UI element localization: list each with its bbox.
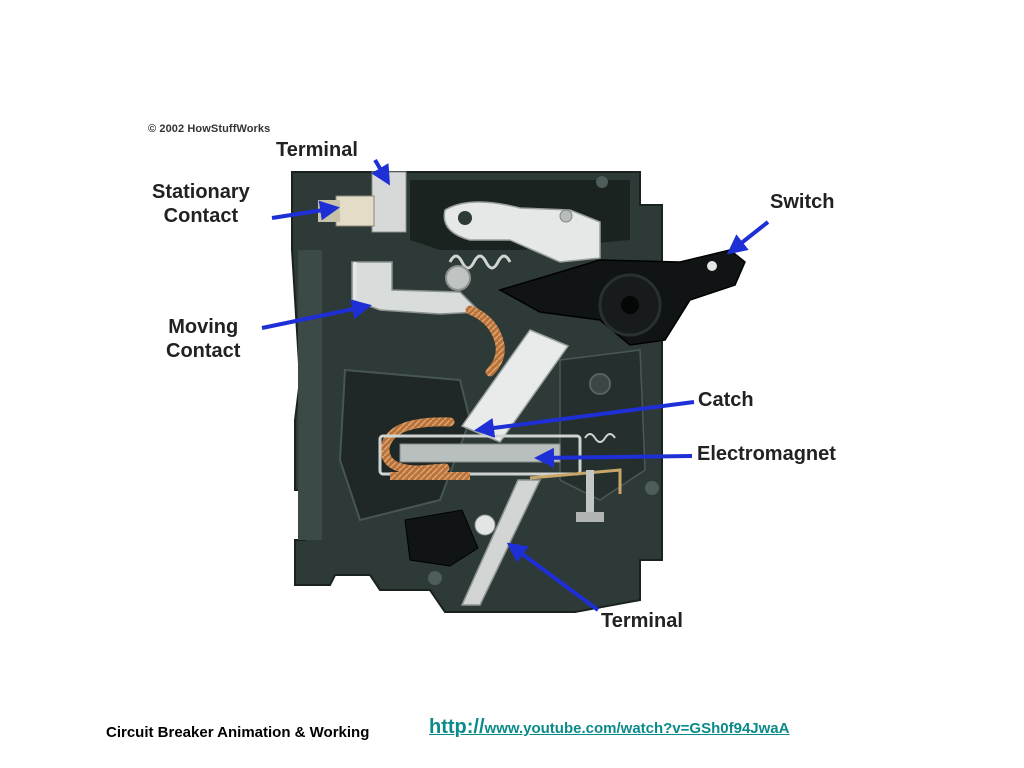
spring	[448, 254, 512, 270]
label-stationary-contact: Stationary Contact	[152, 180, 250, 228]
label-moving-line1: Moving	[168, 316, 239, 338]
circuit-breaker-figure	[261, 158, 770, 613]
plate-pin	[458, 211, 472, 225]
arrow-catch	[474, 400, 695, 438]
arc-chute	[404, 509, 479, 567]
terminal-bottom-wire	[529, 468, 622, 494]
label-moving-line2: Contact	[166, 340, 241, 362]
label-electromagnet: Electromagnet	[697, 443, 836, 465]
arrow-switch	[726, 220, 770, 255]
arrow-electromagnet	[534, 447, 693, 468]
electromagnet-core	[399, 443, 561, 463]
link-url: www.youtube.com/watch?v=GSh0f94JwaA	[484, 720, 790, 737]
arrow-terminal-top	[371, 158, 391, 186]
arrow-stationary-contact	[271, 200, 340, 221]
label-stationary-line1: Stationary	[152, 181, 250, 203]
rivet	[428, 571, 442, 585]
label-stationary-line2: Contact	[163, 205, 239, 227]
arrow-terminal-bottom	[506, 542, 600, 612]
plate-pin	[559, 209, 573, 223]
electromagnet-spring	[584, 433, 616, 443]
slide-caption: Circuit Breaker Animation & Working	[106, 724, 370, 741]
label-moving-contact: Moving Contact	[166, 315, 240, 363]
stationary-contact-part	[335, 195, 375, 227]
label-catch: Catch	[698, 389, 754, 411]
link-scheme: http://	[429, 716, 485, 738]
label-terminal-top: Terminal	[276, 139, 358, 161]
copper-braid-lower	[380, 417, 455, 475]
label-switch: Switch	[770, 191, 835, 213]
housing-cavity-right	[559, 349, 646, 501]
spring-pivot	[445, 265, 471, 291]
rivet	[645, 481, 659, 495]
copper-braid-upper	[465, 305, 505, 377]
rivet	[589, 373, 611, 395]
rivet	[596, 176, 608, 188]
youtube-link[interactable]: http://www.youtube.com/watch?v=GSh0f94Jw…	[429, 716, 789, 739]
adjust-screw-head	[576, 512, 604, 522]
switch-hub-center	[621, 296, 639, 314]
adjust-screw	[586, 470, 594, 522]
arc-chute-stud	[474, 514, 496, 536]
catch-part	[460, 329, 570, 443]
switch-hole	[707, 261, 717, 271]
arrow-moving-contact	[261, 299, 372, 330]
label-terminal-bottom: Terminal	[601, 610, 683, 632]
copyright-notice: © 2002 HowStuffWorks	[148, 123, 271, 135]
housing-rail	[298, 250, 322, 540]
terminal-bottom-part	[460, 479, 542, 606]
